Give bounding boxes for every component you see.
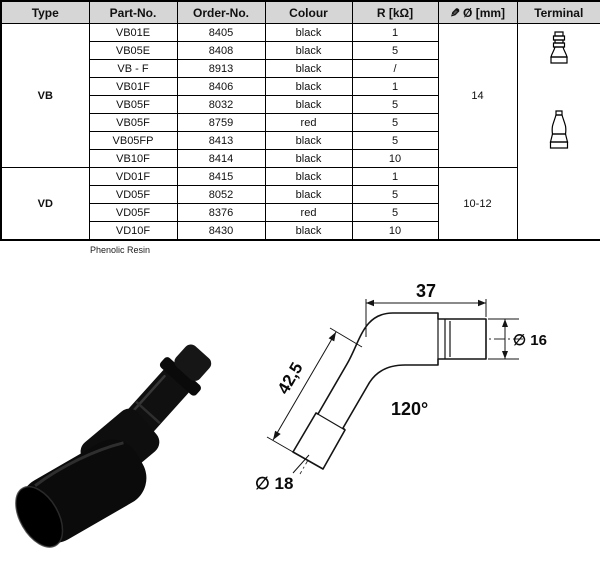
figure-area: 37 ∅ 16 42,5 120° ∅ 18 (0, 257, 600, 577)
type-cell-vd: VD (0, 167, 90, 241)
pencil-icon: ✎ (449, 5, 461, 20)
cap-outline (292, 312, 487, 470)
order-cell: 8430 (176, 221, 266, 241)
part-cell: VD01F (88, 167, 178, 186)
resistance-cell: 5 (351, 185, 439, 204)
colour-cell: black (264, 59, 353, 78)
dim-37-arrow-left (366, 299, 374, 307)
header-row: Type Part-No. Order-No. Colour R [kΩ] ✎Ø… (0, 0, 600, 24)
order-cell: 8413 (176, 131, 266, 150)
part-cell: VB05F (88, 95, 178, 114)
diameter-cell-vd: 10-12 (437, 167, 518, 241)
technical-drawing: 37 ∅ 16 42,5 120° ∅ 18 (255, 281, 547, 493)
colour-cell: black (264, 185, 353, 204)
table-row: VD VD01F 8415 black 1 10-12 (0, 167, 600, 241)
part-cell: VB05F (88, 113, 178, 132)
resistance-cell: 10 (351, 149, 439, 168)
resistance-cell: 5 (351, 41, 439, 60)
colour-cell: black (264, 221, 353, 241)
colour-cell: black (264, 77, 353, 96)
header-order-no: Order-No. (176, 0, 266, 24)
order-cell: 8406 (176, 77, 266, 96)
resistance-cell: 1 (351, 167, 439, 186)
table-row: VB05F 8032 black 5 (1, 95, 600, 114)
part-cell: VB01E (88, 23, 178, 42)
table-row: VB VB01E 8405 black 1 14 (0, 23, 600, 241)
colour-cell: black (264, 131, 353, 150)
terminal-pointed-stud-icon (547, 110, 571, 152)
spark-plug-cap-photo (15, 344, 212, 548)
part-cell: VB - F (88, 59, 178, 78)
colour-cell: black (264, 95, 353, 114)
dim-425-arrow-top (328, 332, 336, 342)
colour-cell: black (264, 167, 353, 186)
dim-18-leader (292, 454, 310, 474)
type-cell-vb: VB (0, 23, 90, 168)
angle-label: 120° (391, 399, 428, 419)
part-cell: VD05F (88, 203, 178, 222)
order-cell: 8414 (176, 149, 266, 168)
order-cell: 8913 (176, 59, 266, 78)
terminal-cell (516, 23, 600, 241)
table-row: VD10F 8430 black 10 (1, 221, 600, 241)
part-cell: VB05FP (88, 131, 178, 150)
order-cell: 8408 (176, 41, 266, 60)
cap-boot (15, 439, 147, 548)
order-cell: 8415 (176, 167, 266, 186)
dim-boot-label: ∅ 18 (255, 474, 293, 493)
header-type: Type (0, 0, 90, 24)
colour-cell: red (264, 203, 353, 222)
diameter-cell-vb: 14 (437, 23, 518, 168)
part-cell: VB01F (88, 77, 178, 96)
resistance-cell: 5 (351, 203, 439, 222)
header-terminal: Terminal (516, 0, 600, 24)
dim-37-lines (365, 299, 487, 337)
order-cell: 8052 (176, 185, 266, 204)
part-cell: VB05E (88, 41, 178, 60)
spec-table: Type Part-No. Order-No. Colour R [kΩ] ✎Ø… (0, 0, 600, 241)
colour-cell: black (264, 149, 353, 168)
dim-37-arrow-right (478, 299, 486, 307)
dim-425-arrow-bottom (273, 430, 281, 440)
part-cell: VD10F (88, 221, 178, 241)
order-cell: 8376 (176, 203, 266, 222)
part-cell: VD05F (88, 185, 178, 204)
resistance-cell: 1 (351, 23, 439, 42)
cap-detail-lines (315, 319, 451, 431)
header-part-no: Part-No. (88, 0, 178, 24)
order-cell: 8759 (176, 113, 266, 132)
resistance-cell: 5 (351, 113, 439, 132)
header-diameter-label: Ø [mm] (463, 5, 506, 20)
dim-16-arrow-top (502, 319, 508, 327)
order-cell: 8032 (176, 95, 266, 114)
header-resistance: R [kΩ] (351, 0, 439, 24)
order-cell: 8405 (176, 23, 266, 42)
header-colour: Colour (264, 0, 353, 24)
terminal-ribbed-stud-icon (547, 31, 571, 67)
resistance-cell: 5 (351, 95, 439, 114)
resistance-cell: 5 (351, 131, 439, 150)
colour-cell: red (264, 113, 353, 132)
header-diameter: ✎Ø [mm] (437, 0, 518, 24)
table-row: VD05F 8376 red 5 (1, 203, 600, 222)
part-cell: VB10F (88, 149, 178, 168)
colour-cell: black (264, 23, 353, 42)
colour-cell: black (264, 41, 353, 60)
material-footnote: Phenolic Resin (90, 245, 151, 255)
resistance-cell: 10 (351, 221, 439, 241)
dim-16-arrow-bottom (502, 351, 508, 359)
dim-tip-label: ∅ 16 (513, 332, 547, 349)
dim-425-lines (266, 327, 363, 453)
dim-top-label: 37 (416, 281, 436, 301)
resistance-cell: 1 (351, 77, 439, 96)
resistance-cell: / (351, 59, 439, 78)
